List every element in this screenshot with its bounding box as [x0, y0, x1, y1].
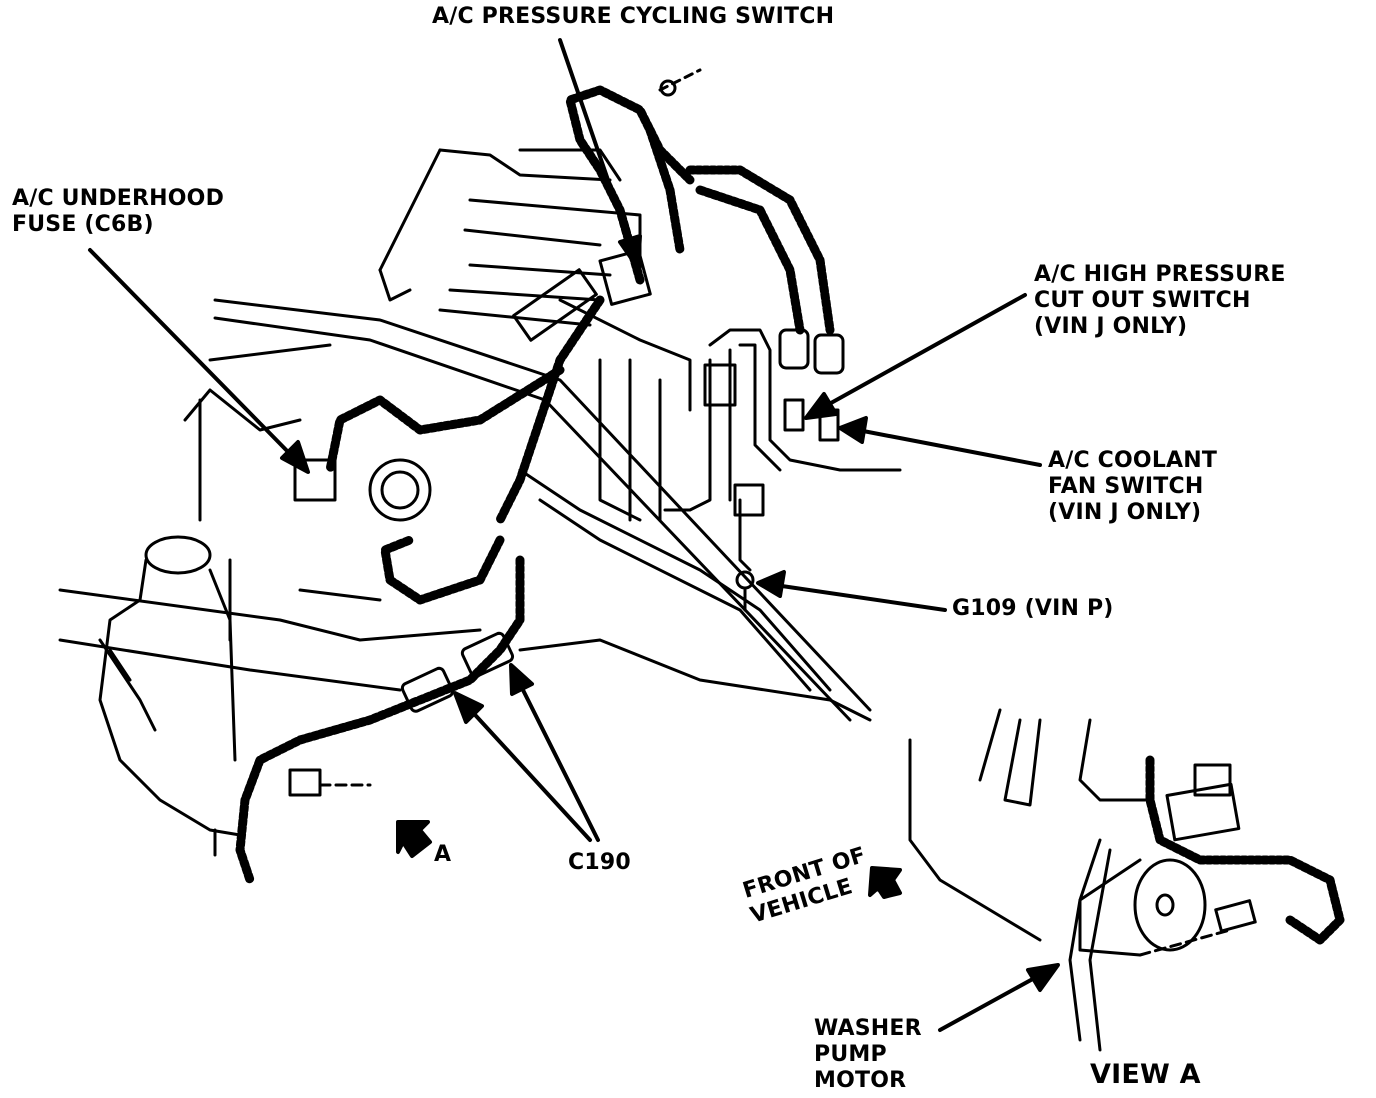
washer-reservoir — [98, 535, 242, 857]
arrow-underhood-fuse — [88, 248, 310, 474]
arrow-g109 — [756, 570, 947, 612]
label-g109: G109 (VIN P) — [952, 596, 1114, 621]
label-underhood-fuse: A/C UNDERHOOD FUSE (C6B) — [12, 186, 225, 237]
label-view-marker: A — [434, 842, 452, 867]
arrow-view-a — [396, 820, 432, 858]
arrow-c190-left — [453, 691, 592, 842]
arrow-high-pressure-switch — [804, 293, 1027, 420]
label-coolant-fan-switch: A/C COOLANT FAN SWITCH (VIN J ONLY) — [1048, 448, 1218, 525]
label-pressure-cycling-switch: A/C PRESSURE CYCLING SWITCH — [432, 4, 835, 29]
label-high-pressure-switch: A/C HIGH PRESSURE CUT OUT SWITCH (VIN J … — [1034, 262, 1286, 339]
leader-arrows — [88, 38, 1060, 1032]
connectors — [288, 68, 702, 797]
label-c190: C190 — [568, 850, 631, 875]
view-a-inset — [908, 708, 1257, 1052]
label-view-a: VIEW A — [1090, 1059, 1201, 1090]
arrow-c190-right — [509, 663, 600, 842]
arrow-front-of-vehicle — [868, 866, 902, 899]
arrow-pressure-cycling-switch — [558, 38, 642, 270]
arrow-coolant-fan-switch — [838, 416, 1042, 467]
ac-pipes — [663, 328, 902, 612]
label-washer-pump-motor: WASHER PUMP MOTOR — [814, 1016, 922, 1093]
wiring-harness — [235, 85, 1345, 945]
arrow-washer-pump — [938, 963, 1060, 1032]
